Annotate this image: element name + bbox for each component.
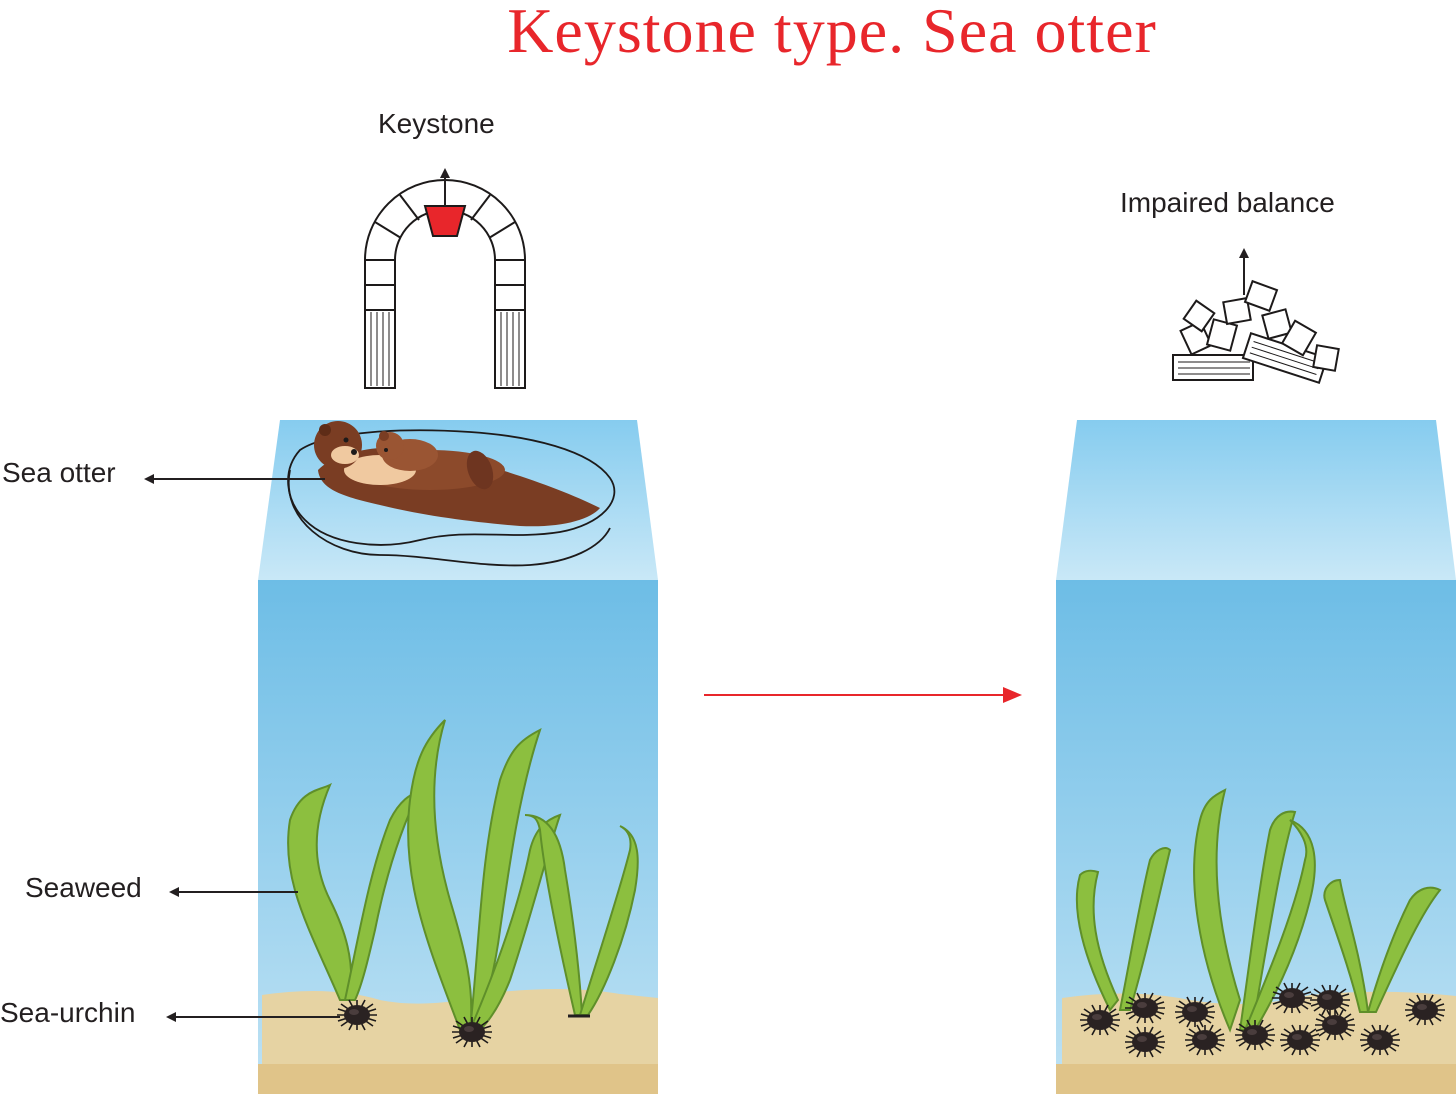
sea-urchin-label: Sea-urchin — [0, 997, 136, 1028]
sea-urchin-icon — [1174, 996, 1216, 1028]
sea-urchin-icon — [1234, 1019, 1276, 1051]
keystone-label: Keystone — [378, 108, 495, 139]
sea-urchin-icon — [1124, 1026, 1166, 1058]
right-sand-bottom — [1056, 1064, 1456, 1094]
right-scene — [1056, 420, 1456, 1094]
sea-urchin-icon — [1184, 1024, 1226, 1056]
water-ripple — [287, 429, 616, 567]
left-scene — [258, 420, 658, 1094]
sea-urchin-icon — [1314, 1009, 1356, 1041]
impaired-balance-label: Impaired balance — [1120, 187, 1335, 218]
diagram-title: Keystone type. Sea otter — [507, 0, 1157, 66]
transition-arrow — [704, 687, 1022, 703]
sea-urchin-icon — [1359, 1024, 1401, 1056]
sea-urchin-icon — [1309, 984, 1351, 1016]
sea-urchin-icon — [1279, 1024, 1321, 1056]
collapsed-arch-icon — [1172, 279, 1340, 384]
left-sand-bottom — [258, 1064, 658, 1094]
seaweed-icon — [287, 719, 639, 1031]
sea-urchin-icon — [1404, 994, 1446, 1026]
seaweed-icon — [1075, 788, 1442, 1033]
seaweed-label: Seaweed — [25, 872, 142, 903]
sea-urchin-icon — [451, 1016, 493, 1048]
arch-icon — [364, 179, 526, 389]
right-water-surface — [1056, 420, 1456, 580]
sea-urchin-icon — [1079, 1004, 1121, 1036]
keystone-block — [423, 205, 467, 237]
sea-urchin-icon — [336, 999, 378, 1031]
sea-urchin-icon — [1271, 982, 1313, 1014]
sea-otter-label: Sea otter — [2, 457, 116, 488]
sea-otter-icon — [314, 421, 600, 527]
sea-urchin-icon — [1124, 992, 1166, 1024]
